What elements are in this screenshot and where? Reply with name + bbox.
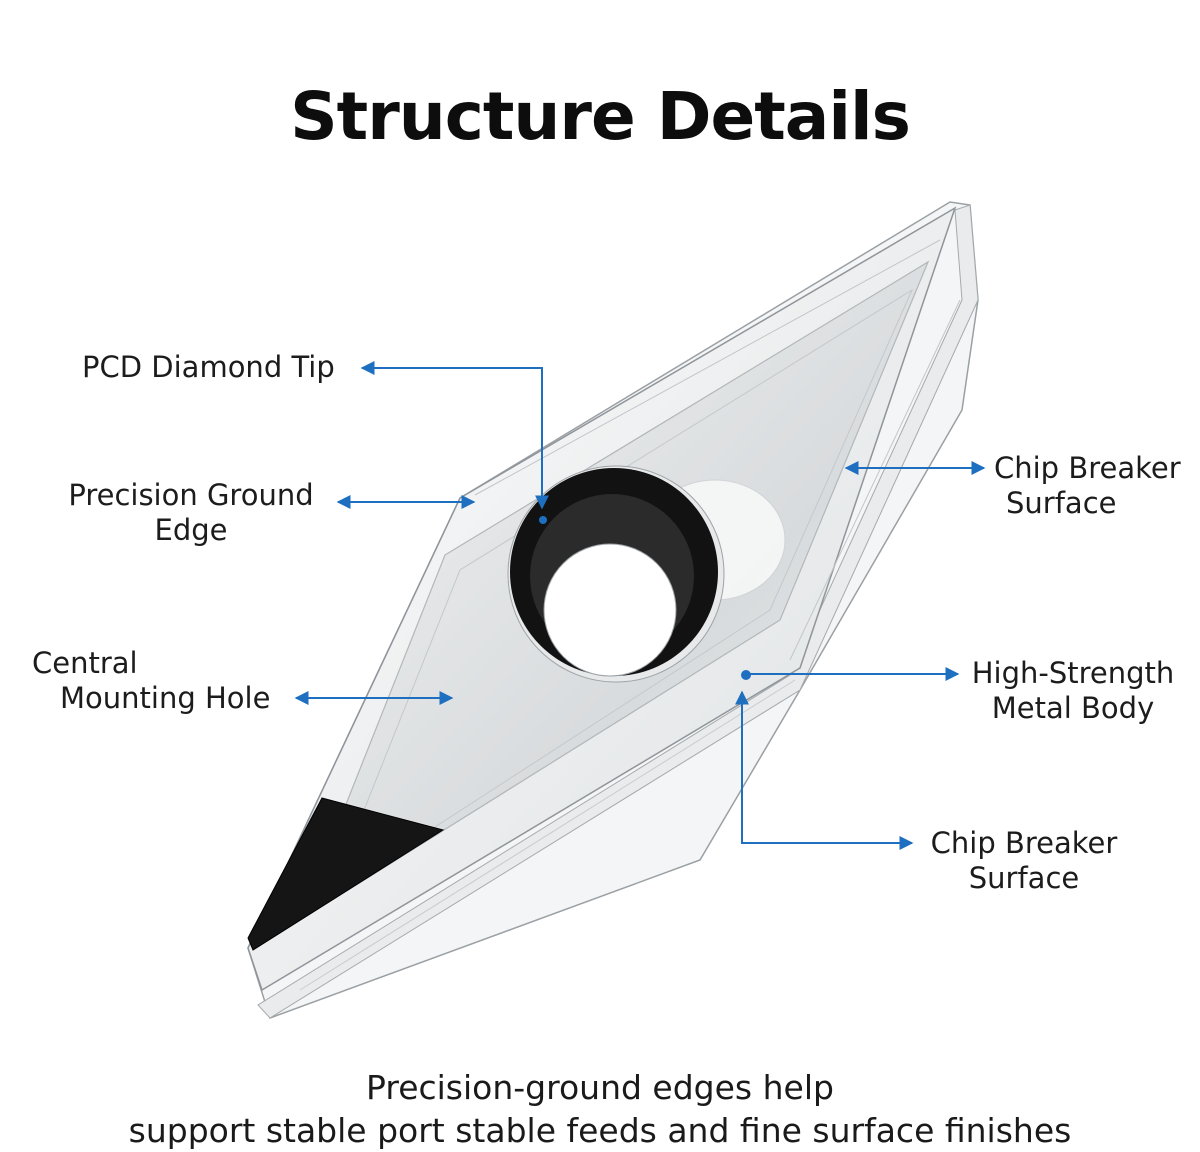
page-title: Structure Details (290, 78, 911, 155)
callout-dot (741, 670, 751, 680)
caption-line-2: support stable port stable feeds and fin… (128, 1111, 1072, 1150)
caption: Precision-ground edges help support stab… (0, 1066, 1200, 1152)
label-chip-breaker-surface-bottom: Chip Breaker Surface (930, 826, 1118, 895)
label-central-mounting-hole: Central Mounting Hole (32, 646, 271, 715)
callout-leaders (294, 361, 986, 850)
mounting-hole-icon (507, 465, 725, 683)
label-high-strength-metal-body: High-Strength Metal Body (971, 656, 1175, 725)
label-precision-ground-edge: Precision Ground Edge (68, 478, 314, 547)
pcd-tip-icon (247, 797, 445, 951)
callout-dot (539, 516, 547, 524)
label-chip-breaker-surface-top: Chip Breaker Surface (994, 451, 1181, 520)
caption-line-1: Precision-ground edges help (366, 1068, 834, 1107)
label-pcd-diamond-tip: PCD Diamond Tip (82, 350, 335, 384)
